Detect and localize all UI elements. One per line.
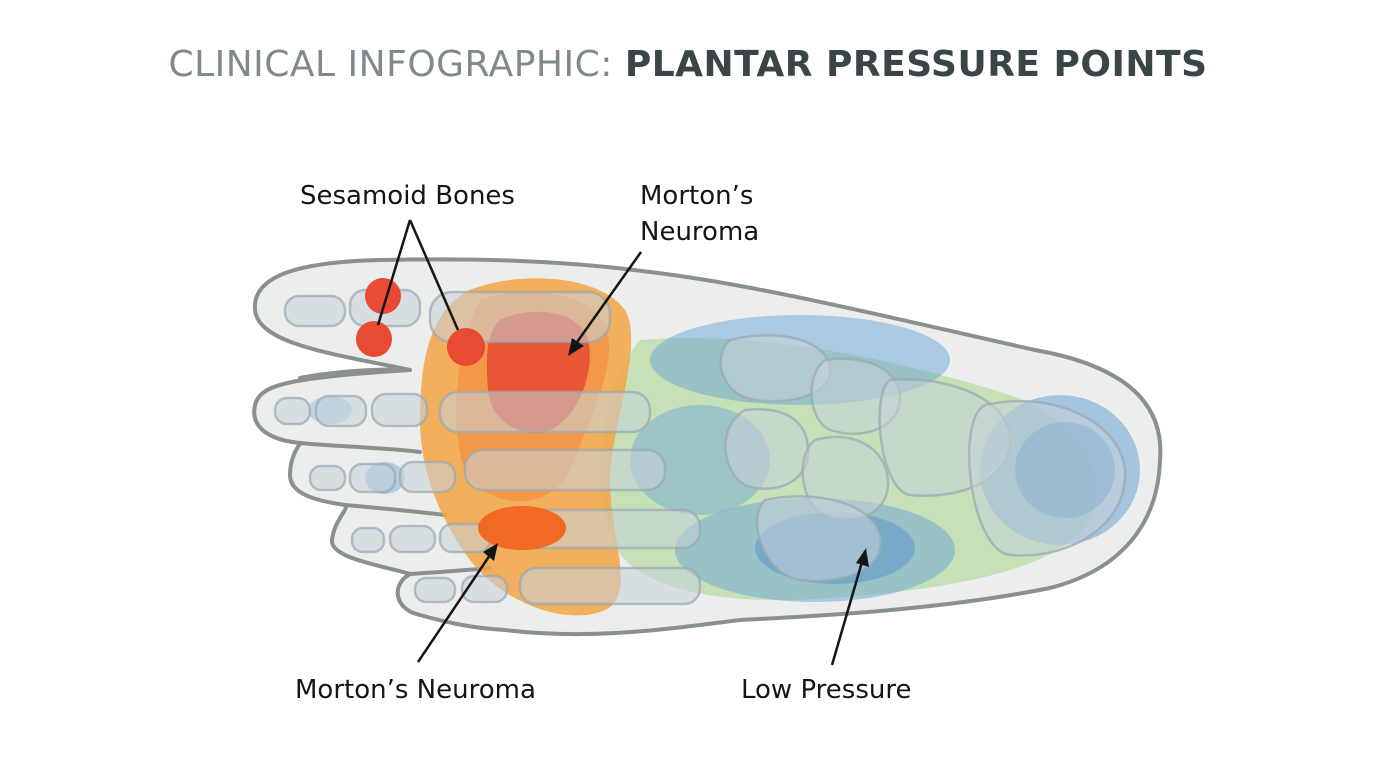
- morton-neuroma-spot: [478, 506, 566, 550]
- toe2-proximal: [370, 392, 429, 428]
- page-title: CLINICAL INFOGRAPHIC: PLANTAR PRESSURE P…: [0, 44, 1376, 85]
- title-main: PLANTAR PRESSURE POINTS: [624, 44, 1208, 85]
- title-prefix: CLINICAL INFOGRAPHIC:: [168, 44, 613, 85]
- toe3-middle: [348, 462, 397, 494]
- second-metatarsal: [438, 390, 652, 434]
- sesamoid-spot-2: [356, 321, 392, 357]
- toe5-distal: [413, 576, 457, 604]
- label-sesamoid-bones: Sesamoid Bones: [300, 181, 515, 211]
- calcaneus: [968, 400, 1127, 557]
- label-morton-top-line2: Neuroma: [640, 217, 759, 247]
- toe3-proximal: [398, 460, 457, 494]
- fifth-metatarsal: [518, 566, 702, 606]
- morton-bottom-arrow-line: [416, 554, 492, 663]
- sesamoid-spot-1: [365, 278, 401, 314]
- sesamoid-line-2: [408, 219, 460, 331]
- label-morton-bottom: Morton’s Neuroma: [295, 675, 536, 705]
- morton-top-arrow-line: [573, 251, 643, 346]
- toe4-middle: [388, 524, 437, 554]
- sesamoid-spot-3: [447, 328, 485, 366]
- toe5-proximal: [460, 574, 509, 604]
- annotation-lines: [376, 219, 864, 666]
- first-metatarsal: [428, 290, 612, 344]
- label-morton-top-line1: Morton’s: [640, 181, 753, 211]
- toe3-distal: [308, 464, 347, 492]
- toe4-distal: [350, 526, 386, 554]
- foot-bones: [273, 288, 1127, 606]
- toe-gap-2: [298, 441, 422, 454]
- toe-gap-3: [343, 503, 447, 517]
- third-metatarsal: [463, 448, 667, 492]
- morton-top-arrowhead: [568, 338, 584, 356]
- morton-bottom-arrowhead: [483, 543, 498, 561]
- toe2-distal: [273, 396, 312, 426]
- low-pressure-arrow-line: [830, 561, 864, 666]
- low-pressure-arrowhead: [856, 548, 869, 567]
- sesamoid-line-1: [376, 219, 412, 326]
- intermediate-cuneiform: [724, 407, 810, 490]
- hot-spots: [356, 278, 566, 550]
- hallux-distal-phalanx: [283, 294, 347, 328]
- toe2-middle: [314, 394, 368, 428]
- toe-gap-1: [298, 367, 412, 380]
- label-low-pressure: Low Pressure: [741, 675, 912, 705]
- arrow-heads: [483, 338, 869, 567]
